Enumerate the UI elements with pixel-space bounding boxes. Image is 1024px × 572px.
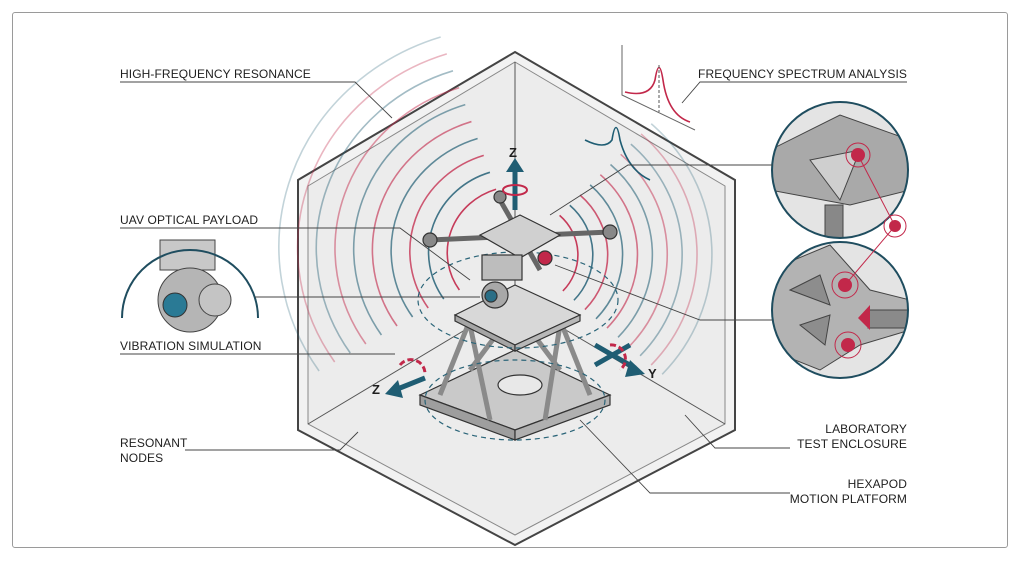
axis-label-y: Y [648,366,657,381]
axis-label-z-horizontal: Z [372,382,380,397]
resonance-arc [589,184,624,320]
resonance-arc [427,171,491,300]
label-hexapod-line1: HEXAPOD [847,477,907,491]
resonance-arc [278,36,441,372]
resonance-arc [609,163,654,338]
resonance-arc [640,133,698,366]
resonance-arc [371,120,472,327]
label-resonant-nodes: RESONANT NODES [120,436,187,466]
detail-callout-frame [121,101,909,379]
resonance-arc [352,103,466,336]
resonance-arc [296,53,448,363]
axis-arrows [385,158,645,398]
label-hexapod-line2: MOTION PLATFORM [789,492,907,506]
motion-orbits [417,251,619,441]
label-vibration-simulation: VIBRATION SIMULATION [120,339,262,353]
label-resonant-nodes-line2: NODES [120,451,164,465]
label-laboratory-line1: LABORATORY [825,422,907,436]
uav-drone [422,190,618,309]
label-uav-optical-payload: UAV OPTICAL PAYLOAD [120,213,259,227]
label-frequency-spectrum-analysis: FREQUENCY SPECTRUM ANALYSIS [698,67,907,81]
label-laboratory-test-enclosure: LABORATORY TEST ENCLOSURE [797,422,907,452]
resonance-arc [559,214,579,292]
resonance-arc [630,143,683,357]
axis-label-z-vertical: Z [509,145,517,160]
resonance-arc [599,174,639,329]
resonance-arc [620,153,669,348]
resonance-arc [569,204,594,301]
resonance-waves [278,36,713,375]
resonance-arc [579,194,609,311]
resonance-arc [409,154,484,309]
label-resonant-nodes-line1: RESONANT [120,436,188,450]
label-laboratory-line2: TEST ENCLOSURE [797,437,907,451]
frequency-spectrum-graph [584,45,696,181]
resonance-arc [446,188,497,291]
label-high-frequency-resonance: HIGH-FREQUENCY RESONANCE [120,67,311,81]
resonance-arc [650,123,713,375]
leader-lines [120,81,907,494]
label-hexapod-motion-platform: HEXAPOD MOTION PLATFORM [790,477,907,507]
resonance-arc [334,86,460,345]
diagram-frame [12,12,1008,548]
resonance-arc [390,137,478,318]
resonance-arc [315,70,454,354]
